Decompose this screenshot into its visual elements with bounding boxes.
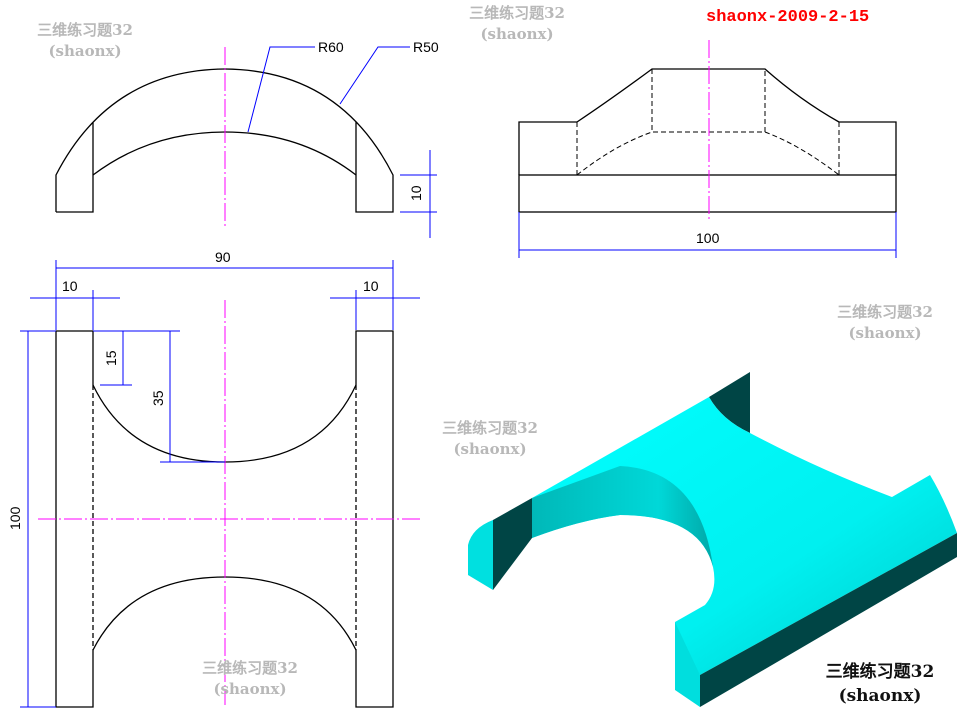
- side-width-label: 100: [696, 230, 720, 246]
- watermark: 三维练习题32 (shaonx): [410, 418, 570, 460]
- depth-small-label: 15: [103, 350, 119, 366]
- watermark-title: 三维练习题32: [837, 303, 933, 321]
- watermark-author: (shaonx): [48, 42, 122, 60]
- watermark-author: (shaonx): [848, 324, 922, 342]
- watermark-title: 三维练习题32: [37, 21, 133, 39]
- isometric-model: [468, 372, 957, 707]
- title-text: 三维练习题32: [825, 662, 935, 682]
- watermark-author: (shaonx): [453, 440, 527, 458]
- overall-width-label: 90: [215, 249, 231, 265]
- side-dimension: [518, 212, 897, 258]
- watermark: 三维练习题32 (shaonx): [437, 3, 597, 45]
- r50-label: R50: [413, 39, 439, 55]
- watermark-author: (shaonx): [480, 25, 554, 43]
- depth-large-label: 35: [150, 390, 166, 406]
- watermark: 三维练习题32 (shaonx): [805, 302, 960, 344]
- base-height-label: 10: [408, 185, 424, 201]
- title-block: 三维练习题32 (shaonx): [800, 660, 960, 708]
- length-label: 100: [7, 506, 23, 530]
- watermark: 三维练习题32 (shaonx): [170, 658, 330, 700]
- date-stamp: shaonx-2009-2-15: [706, 8, 870, 27]
- watermark: 三维练习题32 (shaonx): [5, 20, 165, 62]
- left-wall-label: 10: [62, 278, 78, 294]
- watermark-title: 三维练习题32: [202, 659, 298, 677]
- right-wall-label: 10: [363, 278, 379, 294]
- side-hidden-lines: [576, 69, 840, 176]
- front-dimensions: [247, 46, 437, 238]
- watermark-author: (shaonx): [213, 680, 287, 698]
- watermark-title: 三维练习题32: [469, 4, 565, 22]
- author-text: (shaonx): [838, 686, 922, 706]
- r60-label: R60: [318, 39, 344, 55]
- watermark-title: 三维练习题32: [442, 419, 538, 437]
- top-dimensions: [20, 260, 420, 708]
